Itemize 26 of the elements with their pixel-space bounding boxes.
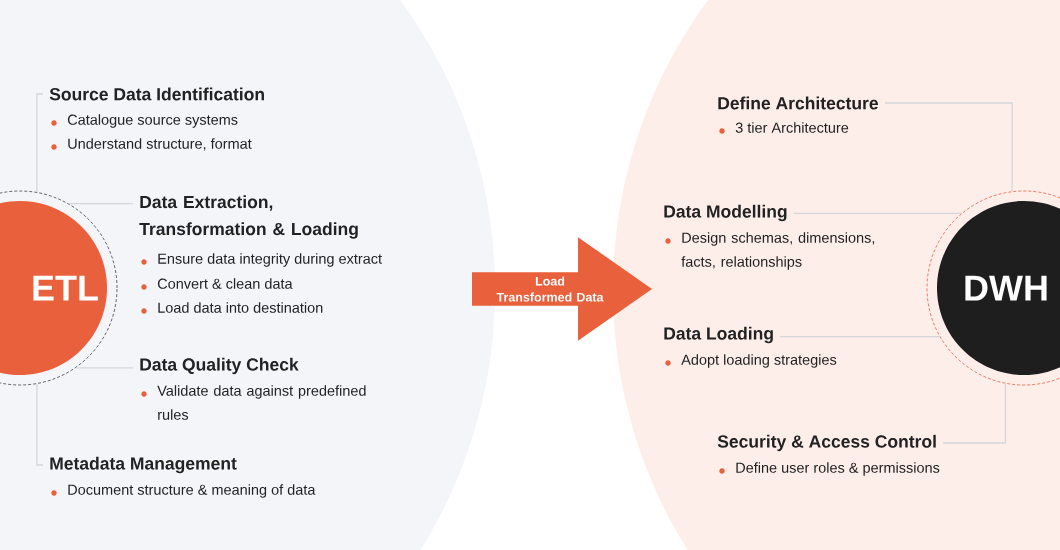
bullet-point: Load data into destination: [141, 302, 323, 314]
bullet-point: Catalogue source systems: [51, 114, 238, 128]
heading: Data Quality Check: [140, 357, 299, 375]
connector-line: [36, 383, 44, 466]
bullet-point: Define user roles & permissions: [719, 462, 940, 476]
connector-line: [36, 93, 44, 193]
bullet-point: Convert & clean data: [141, 278, 293, 290]
bullet-point: Document structure & meaning of data: [51, 484, 316, 498]
connector-line: [793, 212, 963, 215]
bullet-point: Validate data against predefined rules: [141, 385, 366, 420]
heading: Data Extraction, Transformation & Loading: [139, 195, 358, 239]
connector-line: [884, 102, 1013, 192]
heading: Source Data Identification: [49, 87, 264, 101]
heading: Define Architecture: [718, 96, 878, 110]
bullet-point: Understand structure, format: [51, 138, 252, 151]
connector-line: [779, 336, 941, 338]
heading: Security & Access Control: [717, 434, 936, 452]
bullet-point: Ensure data integrity during extract: [141, 253, 382, 267]
bullet-point: Design schemas, dimensions, facts, relationships: [665, 232, 875, 270]
heading: Data Modelling: [664, 204, 787, 222]
heading: Data Loading: [664, 326, 773, 344]
connector-line: [68, 203, 134, 205]
connector-line: [942, 382, 1007, 444]
heading: Metadata Management: [50, 456, 237, 474]
bullet-point: 3 tier Architecture: [719, 122, 849, 134]
bullet-point: Adopt loading strategies: [665, 354, 837, 368]
